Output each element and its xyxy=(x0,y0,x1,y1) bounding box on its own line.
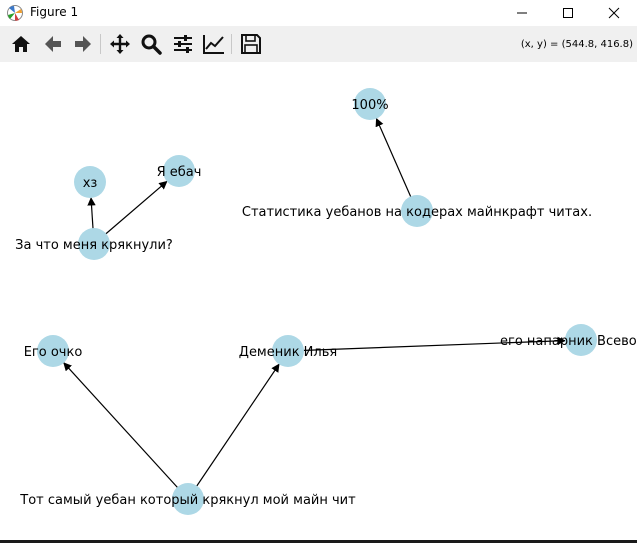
graph-node-n_stat xyxy=(401,195,433,227)
floppy-icon xyxy=(241,34,261,54)
close-button[interactable] xyxy=(591,0,637,26)
window-title: Figure 1 xyxy=(30,5,79,19)
minimize-icon xyxy=(517,12,527,14)
close-icon xyxy=(608,7,620,19)
subplots-button[interactable] xyxy=(170,31,196,57)
graph-node-label: Я ебач xyxy=(157,165,202,180)
edges-layer xyxy=(63,117,566,500)
graph-node-label: Тот самый уебан который крякнул мой майн… xyxy=(19,493,356,508)
cursor-coordinates: (x, y) = (544.8, 416.8) xyxy=(520,39,633,50)
network-graph[interactable]: хз Я ебач За что меня крякнули? 100% Статист… xyxy=(0,62,637,543)
graph-node-label: За что меня крякнули? xyxy=(15,238,173,253)
arrow-right-icon xyxy=(75,36,91,52)
arrow-left-icon xyxy=(45,36,61,52)
title-bar: Figure 1 xyxy=(0,0,637,26)
graph-node-n_tot xyxy=(172,483,204,515)
save-button[interactable] xyxy=(238,31,264,57)
graph-edge-n_stat-to-n_100 xyxy=(375,117,418,212)
graph-node-n_demenik xyxy=(272,335,304,367)
graph-edge-n_tot-to-n_ochko xyxy=(63,362,189,500)
graph-node-n_zachto xyxy=(78,228,110,260)
home-icon xyxy=(12,36,30,52)
move-icon xyxy=(110,34,130,54)
graph-node-label: 100% xyxy=(351,98,388,113)
graph-node-label: его напарник Всеволод xyxy=(500,334,637,349)
pan-button[interactable] xyxy=(107,31,133,57)
graph-node-n_ochko xyxy=(37,335,69,367)
magnifier-icon xyxy=(141,34,162,55)
graph-node-label: Деменик Илья xyxy=(239,345,337,360)
labels-layer: хз Я ебач За что меня крякнули? 100% Статист… xyxy=(15,98,637,508)
graph-edge-n_zachto-to-n_ebach xyxy=(93,180,168,245)
maximize-icon xyxy=(563,8,573,18)
axes-button[interactable] xyxy=(201,31,227,57)
graph-node-label: хз xyxy=(83,176,98,191)
sliders-icon xyxy=(174,35,192,53)
graph-node-label: Его очко xyxy=(24,345,83,360)
graph-edge-n_demenik-to-n_naparnik xyxy=(287,336,566,352)
graph-edge-n_tot-to-n_demenik xyxy=(187,363,280,500)
graph-node-n_naparnik xyxy=(565,324,597,356)
back-button[interactable] xyxy=(40,31,66,57)
plot-canvas[interactable]: хз Я ебач За что меня крякнули? 100% Статист… xyxy=(0,62,637,543)
toolbar-separator xyxy=(231,34,232,54)
minimize-button[interactable] xyxy=(499,0,545,26)
forward-button[interactable] xyxy=(70,31,96,57)
graph-node-n_xz xyxy=(74,166,106,198)
graph-node-n_ebach xyxy=(163,155,195,187)
maximize-button[interactable] xyxy=(545,0,591,26)
toolbar-separator xyxy=(100,34,101,54)
window-bottom-border xyxy=(0,540,637,543)
zoom-button[interactable] xyxy=(138,31,164,57)
chart-line-icon xyxy=(203,35,224,54)
home-button[interactable] xyxy=(8,31,34,57)
graph-node-n_100 xyxy=(354,88,386,120)
nodes-layer xyxy=(37,88,597,515)
matplotlib-logo-icon xyxy=(6,4,24,22)
navigation-toolbar: (x, y) = (544.8, 416.8) xyxy=(0,26,637,63)
graph-node-label: Статистика уебанов на кодерах майнкрафт … xyxy=(242,205,592,220)
